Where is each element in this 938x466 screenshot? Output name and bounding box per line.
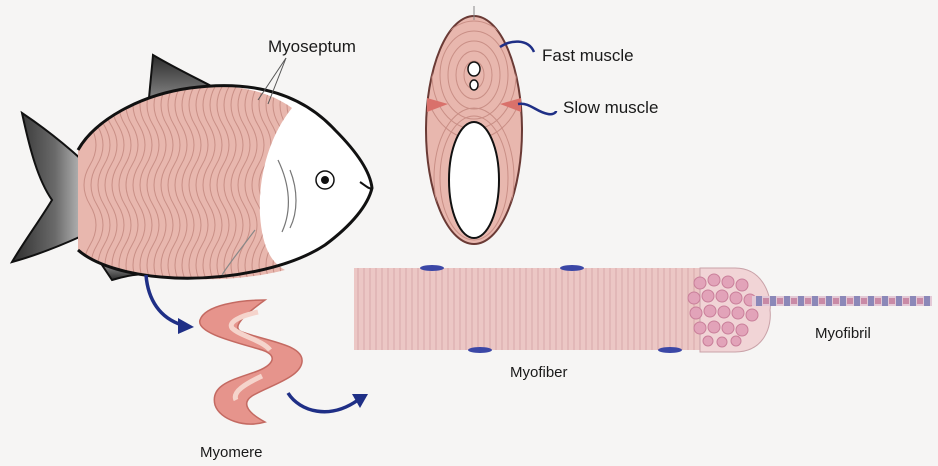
myofibril-label: Myofibril xyxy=(815,325,871,342)
curved-arrow-icon xyxy=(146,275,194,334)
notochord xyxy=(470,80,478,90)
spinal-cord xyxy=(468,62,480,76)
cross-section-icon xyxy=(424,6,556,248)
slow-muscle-label: Slow muscle xyxy=(563,98,658,118)
nucleus xyxy=(468,347,492,353)
body-cavity xyxy=(449,122,499,238)
myofiber-icon xyxy=(354,265,770,353)
fast-muscle-label: Fast muscle xyxy=(542,46,634,66)
fish-pupil xyxy=(321,176,329,184)
fish-icon xyxy=(12,55,372,290)
nucleus xyxy=(658,347,682,353)
myofibril-icon xyxy=(752,296,932,306)
nucleus xyxy=(420,265,444,271)
curved-arrow-icon xyxy=(288,393,368,412)
slow-muscle-pointer xyxy=(518,104,556,115)
myoseptum-label: Myoseptum xyxy=(268,37,356,57)
myomere-label: Myomere xyxy=(200,444,263,461)
myomere-icon xyxy=(200,300,302,424)
tail-fin xyxy=(12,113,84,262)
nucleus xyxy=(560,265,584,271)
myofiber-label: Myofiber xyxy=(510,364,568,381)
